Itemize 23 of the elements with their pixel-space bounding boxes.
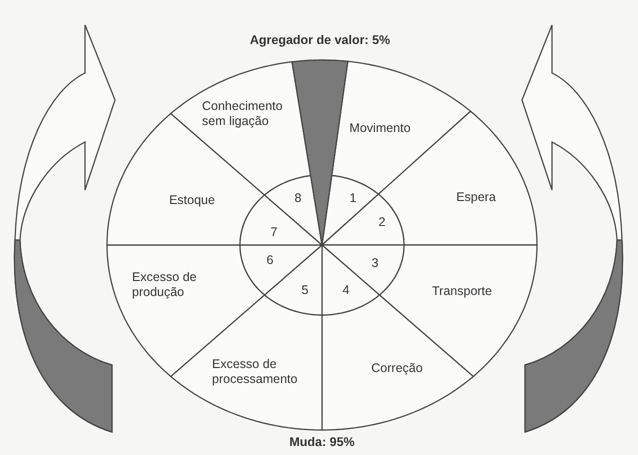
numbered-sector [264, 175, 323, 247]
waste-label: Excesso de produção [132, 270, 198, 300]
sector-number: 6 [266, 252, 274, 268]
waste-label: Correção [371, 360, 423, 376]
numbered-sector [264, 244, 323, 316]
waste-label: Conhecimento sem ligação [202, 99, 284, 129]
waste-label: Transporte [432, 284, 492, 298]
sector-number: 7 [270, 224, 278, 240]
waste-label: Movimento [349, 120, 411, 136]
waste-label: Estoque [169, 192, 215, 208]
waste-label: Excesso de processamento [212, 357, 298, 387]
numbered-sector [320, 193, 405, 246]
waste-label: Espera [456, 190, 496, 204]
percentage-label: Muda: 95% [289, 435, 355, 449]
sector-number: 8 [294, 190, 302, 206]
sector-number: 4 [342, 282, 350, 298]
sector-number: 3 [372, 256, 378, 270]
numbered-sector [239, 244, 324, 296]
sector-number: 1 [350, 190, 356, 206]
numbered-sector [321, 244, 380, 316]
sector-number: 5 [302, 282, 308, 298]
sector-number: 2 [378, 214, 386, 230]
percentage-label: Agregador de valor: 5% [250, 33, 390, 47]
